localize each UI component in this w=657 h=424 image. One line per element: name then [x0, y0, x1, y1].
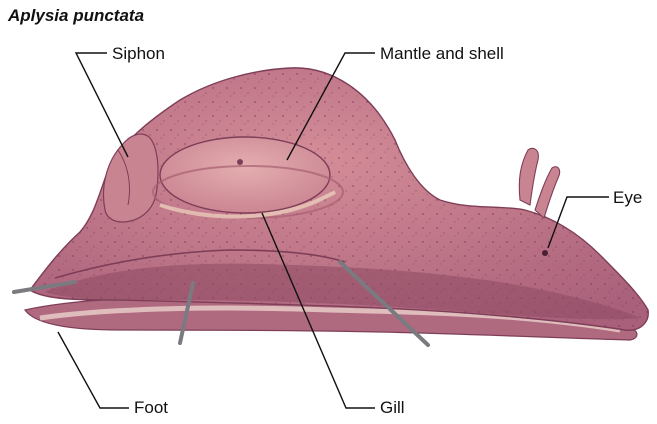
rhinophore-2: [535, 167, 560, 218]
siphon: [104, 134, 158, 222]
label-gill: Gill: [380, 398, 405, 418]
label-foot: Foot: [134, 398, 168, 418]
mantle-shell-pore: [237, 159, 243, 165]
label-siphon: Siphon: [112, 44, 165, 64]
label-eye: Eye: [613, 188, 642, 208]
label-mantle-and-shell: Mantle and shell: [380, 44, 504, 64]
rhinophore-1: [519, 148, 538, 205]
eye: [542, 250, 548, 256]
foot-leader-line: [58, 332, 129, 408]
mantle-shell: [160, 137, 330, 213]
siphon-leader-line: [76, 53, 128, 157]
figure-title: Aplysia punctata: [8, 6, 144, 26]
